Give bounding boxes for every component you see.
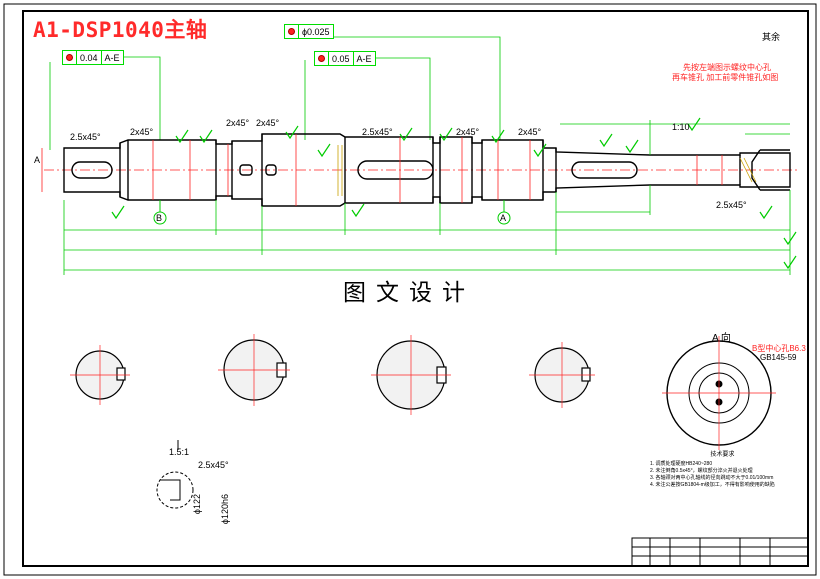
technical-note-line: 2. 未注倒角0.5x45°，螺纹部分淬火并退火处理 <box>650 468 753 474</box>
cross-sections <box>75 339 591 410</box>
center-hole-standard: GB145-59 <box>760 353 797 362</box>
technical-notes: 技术要求 1. 调质处理硬度HB240~280 2. 未注倒角0.5x45°，螺… <box>650 452 775 489</box>
circular-runout-icon <box>63 51 77 64</box>
chamfer-label: 2x45° <box>256 118 280 128</box>
detail-scale: 1.5:1 <box>169 447 190 457</box>
datum-markers <box>153 200 511 225</box>
center-hole-spec: B型中心孔B6.3 <box>752 344 806 353</box>
detail-dim: ϕ120h6 <box>220 494 230 525</box>
tolerance-value: 0.05 <box>332 53 350 64</box>
chamfer-label: 2x45° <box>518 127 542 137</box>
tolerance-frame-1: 0.04 A-E <box>62 50 124 65</box>
chamfer-label: 2x45° <box>456 127 480 137</box>
roughness-note: 其余 <box>762 32 781 42</box>
detail-view <box>156 440 194 509</box>
inner-frame <box>22 10 809 567</box>
tolerance-frame-2: ϕ0.025 <box>284 24 334 39</box>
red-note-line-2: 再车锥孔 加工前零件锥孔如图 <box>672 73 779 82</box>
watermark: 图文设计 <box>341 273 477 307</box>
technical-note-line: 3. 各轴颈对两中心孔轴线的径向跳动不大于0.01/100mm <box>650 475 774 481</box>
tolerance-frame-3: 0.05 A-E <box>314 51 376 66</box>
chamfer-label: 2x45° <box>130 127 154 137</box>
chamfer-label: 2.5x45° <box>716 200 747 210</box>
section-centerlines <box>70 334 595 415</box>
taper-label: 1:10 <box>672 122 690 132</box>
chamfer-label: 2.5x45° <box>362 127 393 137</box>
dimension-lines <box>63 120 791 275</box>
datum-label-b: B <box>156 213 163 223</box>
detail-chamfer: 2.5x45° <box>198 460 229 470</box>
tolerance-leaders <box>49 36 501 150</box>
red-note-line-1: 先按左端图示螺纹中心孔 <box>683 63 771 72</box>
surface-roughness-marks <box>111 117 797 270</box>
outer-border <box>3 3 817 576</box>
technical-note-line: 1. 调质处理硬度HB240~280 <box>650 461 713 467</box>
chamfer-label: 2.5x45° <box>70 132 101 142</box>
chamfer-label: 2x45° <box>226 118 250 128</box>
tolerance-datum: A-E <box>352 52 375 65</box>
hatch-zones <box>337 145 757 196</box>
cylindricity-icon <box>285 25 299 38</box>
technical-note-line: 4. 未注公差按GB1804-m级加工，不得有影响使用的缺陷 <box>650 482 775 488</box>
drawing-title: A1-DSP1040主轴 <box>33 18 208 42</box>
section-letter: A <box>34 155 41 165</box>
tolerance-value: 0.04 <box>80 52 98 63</box>
title-block <box>631 537 809 567</box>
circular-runout-icon <box>315 52 329 65</box>
diameter-callouts <box>41 134 723 206</box>
technical-notes-title: 技术要求 <box>710 452 735 458</box>
view-a-label: A 向 <box>712 333 731 344</box>
tolerance-value: ϕ0.025 <box>302 26 330 37</box>
tolerance-datum: A-E <box>100 51 123 64</box>
detail-dim: ϕ122 <box>192 494 202 515</box>
datum-label-a: A <box>500 213 507 223</box>
view-a-centerlines <box>662 336 776 450</box>
